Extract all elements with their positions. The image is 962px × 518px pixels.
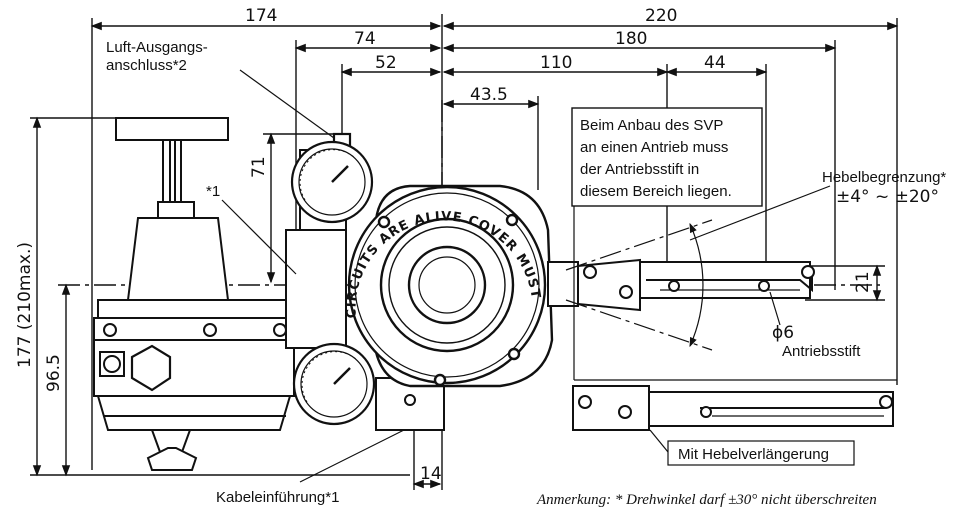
dim-96-5: 96.5 xyxy=(44,354,64,392)
dim-44: 44 xyxy=(704,53,726,73)
lever-limit-range: ±4° ~ ±20° xyxy=(836,187,939,207)
drive-pin-label: Antriebsstift xyxy=(782,343,861,360)
dim-110: 110 xyxy=(540,53,572,73)
dim-180: 180 xyxy=(615,29,647,49)
air-outlet-label-line-2: anschluss*2 xyxy=(106,57,187,74)
footnote-marker-1: *1 xyxy=(206,183,220,200)
footnote-text: Anmerkung: * Drehwinkel darf ±30° nicht … xyxy=(536,492,877,508)
positioner-body xyxy=(347,184,554,388)
mounting-note-line-3: der Antriebsstift in xyxy=(580,161,699,178)
lever-assembly xyxy=(547,258,815,312)
lower-pressure-gauge xyxy=(292,342,376,426)
dim-220: 220 xyxy=(645,6,677,26)
cable-entry-label: Kabeleinführung*1 xyxy=(216,489,339,506)
dim-21: 21 xyxy=(853,271,873,293)
mounting-note-line-2: an einen Antrieb muss xyxy=(580,139,728,156)
dim-74: 74 xyxy=(354,29,376,49)
dim-43-5: 43.5 xyxy=(470,85,508,105)
leader-lines xyxy=(221,69,897,483)
lever-limit-label: Hebelbegrenzung* xyxy=(822,169,946,186)
dim-52: 52 xyxy=(375,53,397,73)
dimension-values: 174 220 74 180 52 110 44 43.5 71 21 177 … xyxy=(15,6,873,484)
dim-phi6: ϕ6 xyxy=(772,323,794,343)
mounting-note-text: Beim Anbau des SVP an einen Antrieb muss… xyxy=(580,117,732,200)
dim-14: 14 xyxy=(420,464,442,484)
lever-extension-label: Mit Hebelverlängerung xyxy=(678,446,829,463)
air-outlet-label-line-1: Luft-Ausgangs- xyxy=(106,39,208,56)
mounting-note-line-1: Beim Anbau des SVP xyxy=(580,117,723,134)
mounting-note-line-4: diesem Bereich liegen. xyxy=(580,183,732,200)
dim-177: 177 (210max.) xyxy=(15,242,35,368)
rotation-angle-lines xyxy=(565,185,831,351)
mounting-note-box xyxy=(571,107,763,207)
dim-71: 71 xyxy=(249,156,269,178)
lever-extension xyxy=(572,385,894,453)
filter-regulator xyxy=(93,117,295,471)
dim-174: 174 xyxy=(245,6,277,26)
lever-extension-label-box xyxy=(667,440,855,466)
upper-pressure-gauge xyxy=(290,132,374,224)
